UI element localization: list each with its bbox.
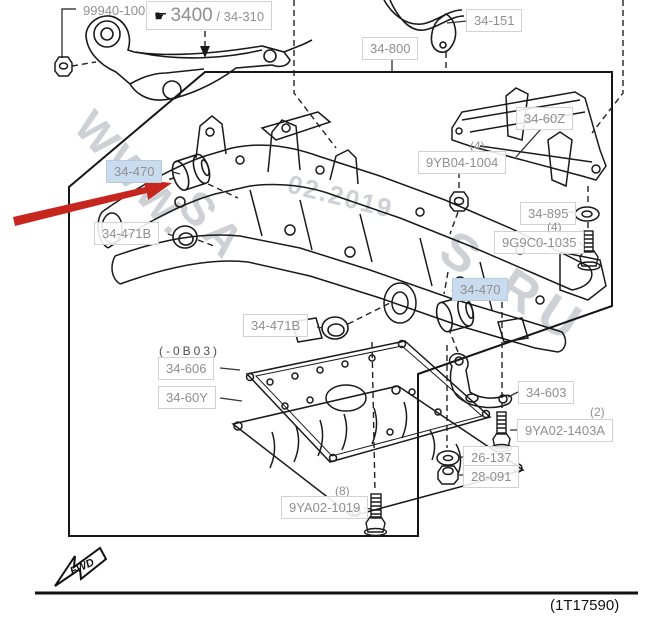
part-label-34-471B-upper[interactable]: 34-471B [94, 222, 160, 245]
highlight-arrow [13, 180, 172, 226]
stabilizer-bar-drawing [383, 0, 465, 53]
part-count-9YA02-1403A: (2) [590, 405, 605, 419]
part-label-28-091[interactable]: 28-091 [463, 465, 520, 488]
part-label-3400-34-310[interactable]: ☛3400 / 34-310 [146, 1, 273, 30]
part-label-34-60Y[interactable]: 34-60Y [158, 386, 216, 409]
part-label-99940-1001[interactable]: 99940-1001 [83, 3, 153, 18]
plate-34-60Y-drawing [231, 385, 525, 517]
bushing-34-470-upper-drawing [168, 153, 211, 191]
plate-34-606-drawing [245, 339, 492, 463]
part-label-34-895[interactable]: 34-895 [520, 202, 577, 225]
part-label-9G9C0-1035[interactable]: 9G9C0-1035 [494, 231, 585, 254]
part-label-3400-text: 3400 [170, 5, 213, 26]
fwd-arrow: FWD [54, 546, 108, 587]
nut-9YB04-drawing [449, 191, 469, 212]
control-arm-drawing [85, 15, 313, 101]
part-label-34-470-lower[interactable]: 34-470 [452, 278, 509, 301]
washer-26-137-drawing [436, 450, 460, 466]
part-label-34-471B-lower[interactable]: 34-471B [243, 314, 309, 337]
diagram-frame-box [68, 71, 613, 537]
bushing-34-470-lower-drawing [435, 296, 475, 333]
part-count-9G9C0-1035: (4) [547, 220, 562, 234]
part-label-34-470-upper[interactable]: 34-470 [106, 160, 163, 183]
svg-text:02.2019: 02.2019 [285, 169, 397, 224]
bolt-9YA02-1019-drawing [363, 493, 388, 537]
sheet-code: (1T17590) [550, 597, 620, 614]
part-label-34-151[interactable]: 34-151 [466, 9, 523, 32]
part-label-34-603[interactable]: 34-603 [518, 381, 575, 404]
applicability-note-0B03: (-0B03) [159, 344, 221, 358]
part-label-34-800[interactable]: 34-800 [362, 37, 419, 60]
washer-34-895-drawing [574, 206, 600, 222]
pointing-hand-icon: ☛ [154, 8, 168, 25]
part-label-34-606[interactable]: 34-606 [158, 357, 215, 380]
nut-99940-drawing [54, 8, 76, 77]
part-count-9YA02-1019: (8) [335, 484, 350, 498]
part-label-9YB04-1004[interactable]: 9YB04-1004 [418, 151, 507, 174]
part-label-9YA02-1403A[interactable]: 9YA02-1403A [517, 419, 613, 442]
part-label-34-310-text: / 34-310 [216, 9, 265, 24]
part-label-34-60Z[interactable]: 34-60Z [516, 107, 574, 130]
part-count-9YB04-1004: (4) [470, 139, 485, 153]
grommet-34-471B-upper-drawing [172, 225, 198, 249]
part-label-9YA02-1019[interactable]: 9YA02-1019 [281, 496, 369, 519]
bracket-34-603-drawing [448, 352, 513, 409]
grommet-34-471B-lower-drawing [321, 316, 349, 340]
reference-arrowhead [200, 46, 210, 58]
nut-28-091-drawing [437, 465, 459, 485]
